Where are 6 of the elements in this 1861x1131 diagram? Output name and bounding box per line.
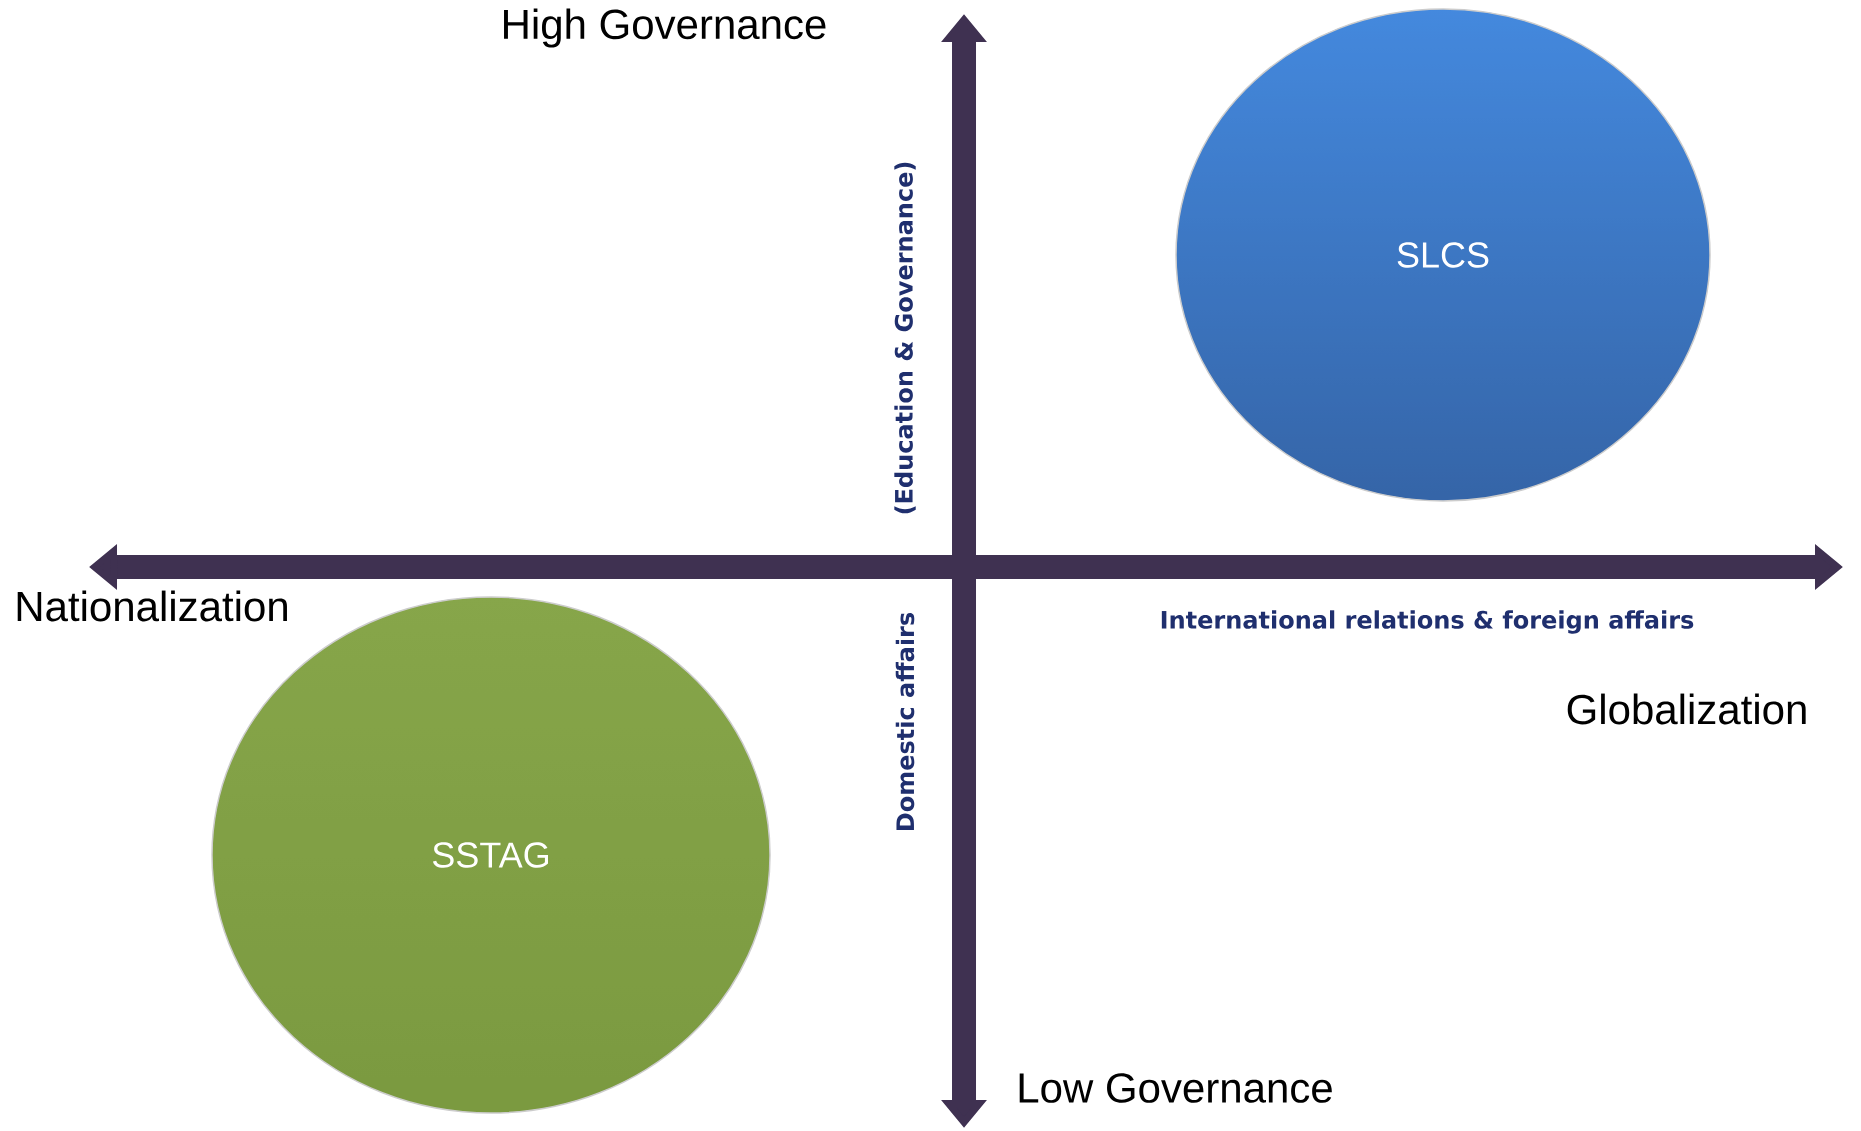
axis-caption: (Education & Governance) bbox=[894, 162, 916, 514]
axis-label: High Governance bbox=[504, 8, 826, 48]
axis-label: Low Governance bbox=[1019, 1073, 1332, 1103]
axis-label: Globalization bbox=[1567, 693, 1806, 725]
axis-caption: International relations & foreign affairs bbox=[1161, 610, 1694, 634]
axis-caption: Domestic affairs bbox=[895, 612, 915, 830]
